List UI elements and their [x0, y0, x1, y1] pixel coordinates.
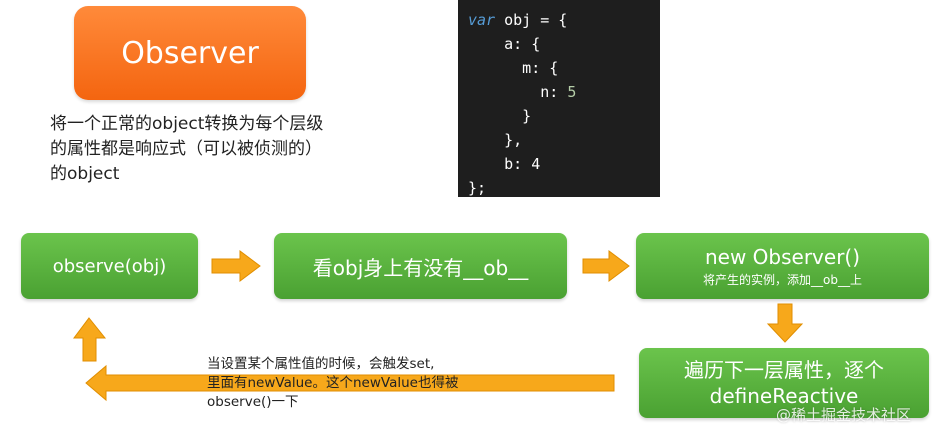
new-observer-subtitle: 将产生的实例，添加__ob__上: [703, 272, 862, 287]
observe-box: observe(obj): [21, 233, 198, 299]
description-text: 将一个正常的object转换为每个层级 的属性都是响应式（可以被侦测的） 的ob…: [50, 112, 380, 187]
code-line-3: m: {: [468, 59, 559, 77]
note-line-2: 里面有newValue。这个newValue也得被: [207, 375, 459, 391]
note-line-3: observe()一下: [207, 394, 299, 410]
traverse-box: 遍历下一层属性，逐个 defineReactive: [639, 348, 929, 418]
right-arrow-2: [582, 250, 630, 282]
watermark-text: @稀土掘金技术社区: [776, 406, 912, 424]
note-line-1: 当设置某个属性值的时候，会触发set,: [207, 356, 435, 372]
traverse-line-2: defineReactive: [709, 384, 859, 408]
code-keyword: var: [468, 11, 496, 29]
description-line-1: 将一个正常的object转换为每个层级: [50, 114, 324, 134]
code-line-7: b: 4: [468, 155, 541, 173]
code-line-8: };: [468, 179, 487, 197]
note-text: 当设置某个属性值的时候，会触发set, 里面有newValue。这个newVal…: [207, 355, 527, 412]
code-line-4: n: 5: [468, 83, 577, 101]
code-line-2: a: {: [468, 35, 541, 53]
traverse-line-1: 遍历下一层属性，逐个: [684, 358, 884, 382]
up-arrow: [73, 317, 107, 362]
description-line-3: 的object: [50, 164, 120, 184]
code-line-6: },: [468, 131, 523, 149]
code-block: var obj = { a: { m: { n: 5 } }, b: 4 };: [458, 0, 660, 197]
left-return-arrow: [85, 364, 615, 402]
code-text: var obj = { a: { m: { n: 5 } }, b: 4 };: [468, 8, 660, 200]
code-number: 5: [567, 83, 577, 101]
check-ob-box: 看obj身上有没有__ob__: [274, 233, 567, 299]
observer-title-badge: Observer: [74, 6, 306, 100]
new-observer-box: new Observer() 将产生的实例，添加__ob__上: [636, 233, 929, 299]
new-observer-title: new Observer(): [704, 244, 861, 269]
code-line-1: var obj = {: [468, 11, 568, 29]
right-arrow-1: [211, 250, 261, 282]
down-arrow: [766, 303, 804, 343]
description-line-2: 的属性都是响应式（可以被侦测的）: [50, 139, 322, 159]
title-text: Observer: [121, 35, 259, 71]
observe-label: observe(obj): [52, 255, 167, 277]
code-line-5: }: [468, 107, 532, 125]
check-ob-label: 看obj身上有没有__ob__: [312, 255, 529, 280]
